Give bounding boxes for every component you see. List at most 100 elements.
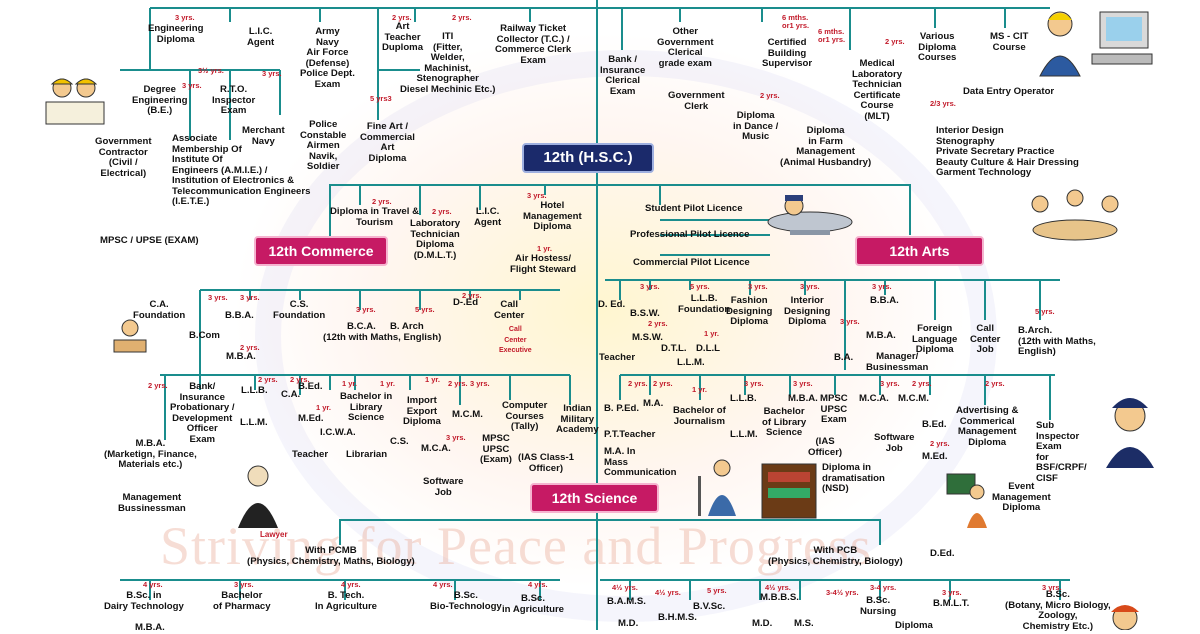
mpsc-upsc-arts: MPSC UPSC Exam [820,393,848,425]
bca: B.C.A. [347,321,376,332]
air-hostess: Air Hostess/ Flight Steward [510,253,577,275]
mass-communication: M.A. In Mass Communication [604,446,677,478]
duration-label: 2 yrs. [930,439,950,448]
bed-commerce: B.Ed. [298,381,323,392]
student-pilot: Student Pilot Licence [645,203,743,214]
mba-specializations: M.B.A. (Marketign, Finance, Materials et… [104,438,197,470]
lawyer-caption: Lawyer [260,530,288,539]
building-supervisor: Certified Building Supervisor [762,37,813,69]
advertising-diploma: Advertising & Commerical Management Dipl… [956,405,1019,448]
bhms: B.H.M.S. [658,612,697,623]
dmlt-diploma: Laboratory Technician Diploma (D.M.L.T.) [410,218,461,261]
duration-label: 1 yr. [342,379,358,388]
bvsc: B.V.Sc. [693,601,726,612]
duration-label: 2 yrs. [628,379,648,388]
commerce-header: 12th Commerce [254,236,388,266]
llb-commerce: L.L.B. [241,385,268,396]
amie-iete: Associate Membership Of Institute Of Eng… [172,133,311,207]
call-center-executive: Call Center Executive [499,326,532,354]
ba: B.A. [834,352,854,363]
duration-label: 2 yrs. [985,379,1005,388]
duration-label: 2/3 yrs. [930,99,956,108]
duration-label: 2 yrs. [885,37,905,46]
duration-label: 3 yrs. [880,379,900,388]
med-commerce: M.Ed. [298,413,324,424]
team-meeting-illustration-icon [1031,189,1119,241]
llm-commerce: L.L.M. [240,417,268,428]
mpsc-upse-exam: MPSC / UPSE (EXAM) [100,235,199,246]
govt-contractor: Government Contractor (Civil / Electrica… [95,136,152,179]
indian-military-academy: Indian Military Academy [556,403,599,435]
computer-user-illustration-icon [1039,11,1153,77]
with-pcb: With PCB (Physics, Chemistry, Biology) [768,545,903,567]
bba: B.B.A. [225,310,254,321]
mbbs: M.B.B.S. [760,592,799,603]
teacher-arts: Teacher [599,352,636,363]
journalism: Bachelor of Journalism [673,405,726,427]
d-ed-science: D.Ed. [930,548,955,559]
duration-label: 2 yrs. [372,197,392,206]
librarian: Librarian [346,449,388,460]
duration-label: 2 yrs. [432,207,452,216]
pilot-airplane-illustration-icon [767,195,853,235]
duration-label: 3 yrs. [208,293,228,302]
duration-label: 6 mths. or1 yrs. [782,13,810,30]
mlt-course: Medical Laboratory Technician Certificat… [852,58,903,122]
hsc-header: 12th (H.S.C.) [522,143,654,173]
duration-label: 4 yrs. [528,580,548,589]
duration-label: 3 yrs. [356,305,376,314]
science-header: 12th Science [530,483,659,513]
bsc-agriculture: B.Sc. in Agriculture [502,593,565,615]
merchant-navy: Merchant Navy [242,125,285,147]
police-officer-illustration-icon [1106,398,1154,468]
duration-label: 2 yrs. [448,379,468,388]
mca-arts: M.C.A. [859,393,889,404]
duration-label: 3 yrs. [942,588,962,597]
lic-agent-2: L.I.C. Agent [474,206,502,228]
b-arch-arts: B.Arch. (12th with Maths, English) [1018,325,1096,357]
bsc-dairy: B.Sc. in Dairy Technology [104,590,184,612]
duration-label: 2 yrs. [240,343,260,352]
fine-art-diploma: Fine Art / Commercial Art Diploma [360,121,415,164]
engineering-diploma: Engineering Diploma [148,23,204,45]
pt-teacher: P.T.Teacher [604,429,656,440]
dance-music-diploma: Diploma in Dance / Music [733,110,779,142]
bank-po-exam: Bank/ Insurance Probationary / Developme… [170,381,235,445]
mba-science: M.B.A. [135,622,165,633]
student-girl-illustration-icon [1111,605,1139,630]
mcm-arts: M.C.M. [898,393,929,404]
police-constable: Police Constable Airmen Navik, Soldier [300,119,347,172]
duration-label: 3 yrs. [262,69,282,78]
duration-label: 3 yrs. [793,379,813,388]
icwa: I.C.W.A. [320,427,356,438]
bca-barch-eligibility: (12th with Maths, English) [323,332,442,343]
software-job-arts: Software Job [874,432,915,454]
duration-label: 3 yrs. [640,282,660,291]
library-science-arts: Bachelor of Library Science [762,406,807,438]
lic-agent: L.I.C. Agent [247,26,275,48]
duration-label: 2 yrs. [760,91,780,100]
bsw: B.S.W. [630,308,660,319]
duration-label: 2 yrs. [462,291,482,300]
b-arch: B. Arch [390,321,424,332]
with-pcmb: With PCMB (Physics, Chemistry, Maths, Bi… [247,545,415,567]
various-diploma: Various Diploma Courses [918,31,957,63]
farm-management-diploma: Diploma in Farm Management (Animal Husba… [780,125,872,168]
accountant-illustration-icon [113,319,147,353]
mcm-commerce: M.C.M. [452,409,483,420]
bsc-sciences: B.Sc. (Botany, Micro Biology, Zoology, C… [1005,589,1111,632]
foreign-language: Foreign Language Diploma [912,323,958,355]
duration-label: 3 yrs. [1042,583,1062,592]
duration-label: 4½ yrs. [612,583,638,592]
duration-label: 5 yrs. [415,305,435,314]
library-illustration-icon [761,463,817,519]
duration-label: 2 yrs. [258,375,278,384]
defense-exam: Army Navy Air Force (Defense) Police Dep… [300,26,355,90]
duration-label: 3-4 yrs. [870,583,897,592]
duration-label: 3-4½ yrs. [826,588,859,597]
md-1: M.D. [618,618,639,629]
computer-courses: Computer Courses (Tally) [502,400,548,432]
ms-cit-course: MS - CIT Course [990,31,1029,53]
b-ped: B. P.Ed. [604,403,640,414]
duration-label: 3 yrs. [872,282,892,291]
